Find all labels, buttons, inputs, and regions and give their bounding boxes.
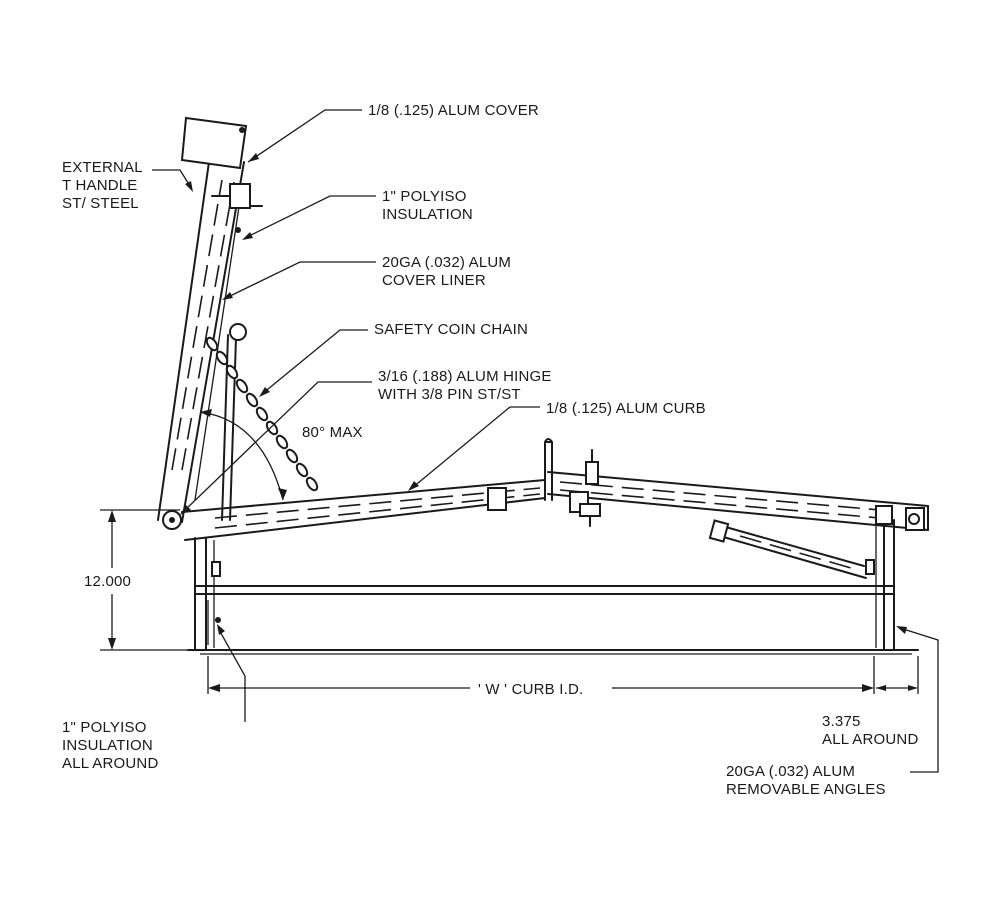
open-cover	[157, 116, 263, 530]
label-t-handle-1: EXTERNAL	[62, 159, 143, 176]
label-polyiso-bottom-1: 1" POLYISO	[62, 719, 147, 736]
angle-arc	[199, 409, 287, 501]
label-t-handle-3: ST/ STEEL	[62, 195, 139, 212]
label-alum-curb: 1/8 (.125) ALUM CURB	[546, 400, 706, 417]
label-t-handle-2: T HANDLE	[62, 177, 138, 194]
safety-chain	[205, 336, 319, 492]
label-all-around-2: ALL AROUND	[822, 731, 918, 748]
label-all-around-1: 3.375	[822, 713, 861, 730]
width-dimension	[207, 656, 919, 694]
label-cover-liner-1: 20GA (.032) ALUM	[382, 254, 511, 271]
label-curb-id: ' W ' CURB I.D.	[478, 681, 583, 698]
leader-lines	[152, 109, 939, 773]
label-polyiso-bottom-2: INSULATION	[62, 737, 153, 754]
ridge-cover	[181, 438, 929, 579]
label-polyiso-top-1: 1" POLYISO	[382, 188, 467, 205]
label-angles-1: 20GA (.032) ALUM	[726, 763, 855, 780]
curb-frame	[187, 519, 919, 655]
label-hinge-2: WITH 3/8 PIN ST/ST	[378, 386, 521, 403]
label-alum-cover: 1/8 (.125) ALUM COVER	[368, 102, 539, 119]
label-angles-2: REMOVABLE ANGLES	[726, 781, 886, 798]
label-height: 12.000	[84, 573, 131, 590]
labels: 1/8 (.125) ALUM COVER EXTERNAL T HANDLE …	[62, 102, 918, 798]
label-cover-liner-2: COVER LINER	[382, 272, 486, 289]
height-dimension	[100, 509, 190, 651]
label-polyiso-bottom-3: ALL AROUND	[62, 755, 158, 772]
label-angle: 80° MAX	[302, 424, 363, 441]
label-coin-chain: SAFETY COIN CHAIN	[374, 321, 528, 338]
label-polyiso-top-2: INSULATION	[382, 206, 473, 223]
label-hinge-1: 3/16 (.188) ALUM HINGE	[378, 368, 552, 385]
